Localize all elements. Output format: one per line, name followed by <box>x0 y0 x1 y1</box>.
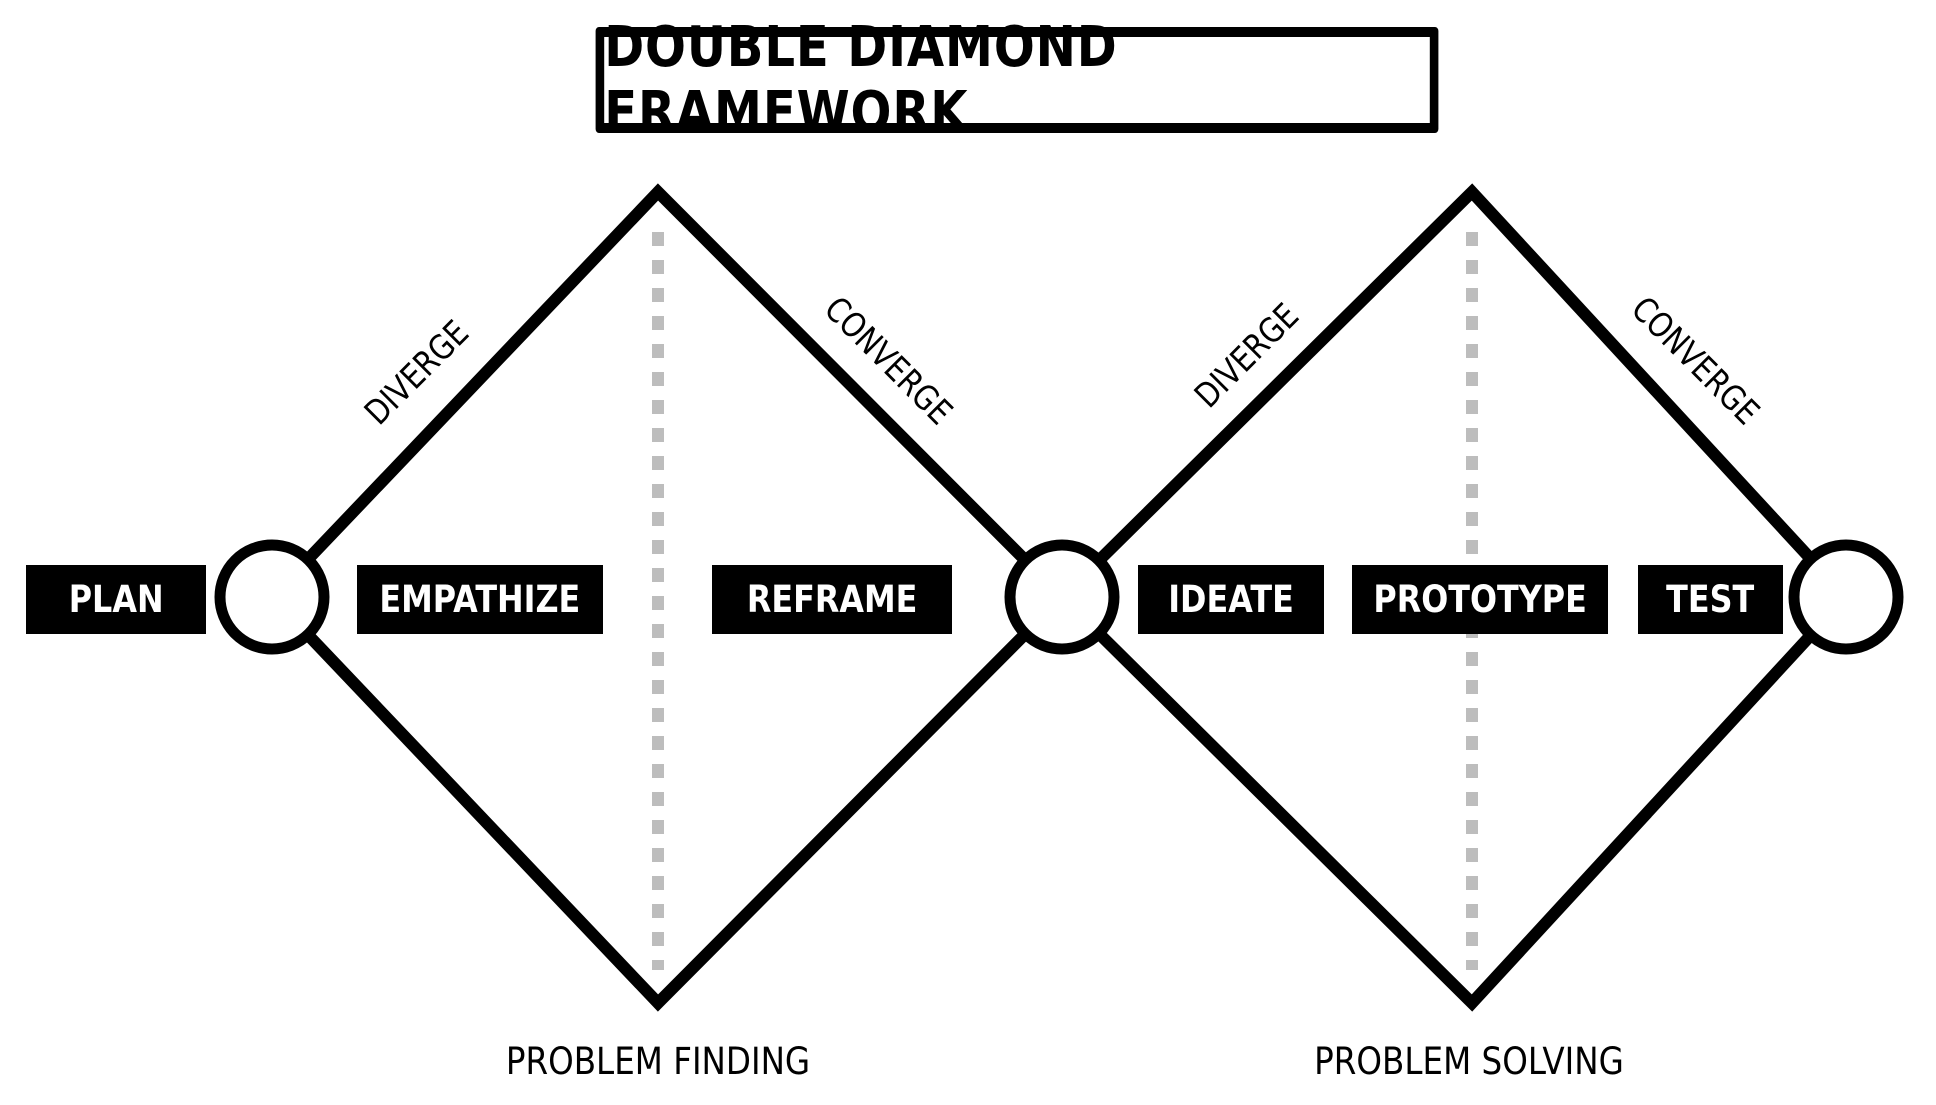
node-middle <box>1004 539 1120 655</box>
stage-empathize: EMPATHIZE <box>357 565 603 634</box>
stage-plan-label: PLAN <box>68 578 164 621</box>
stage-reframe: REFRAME <box>712 565 952 634</box>
node-end <box>1788 539 1904 655</box>
stage-test: TEST <box>1638 565 1783 634</box>
stage-prototype: PROTOTYPE <box>1352 565 1608 634</box>
stage-plan: PLAN <box>26 565 206 634</box>
stage-ideate-label: IDEATE <box>1168 578 1294 621</box>
diagram-title: DOUBLE DIAMOND FRAMEWORK <box>595 15 1439 145</box>
stage-reframe-label: REFRAME <box>746 578 918 621</box>
stage-prototype-label: PROTOTYPE <box>1373 578 1587 621</box>
stage-test-label: TEST <box>1666 578 1755 621</box>
stage-empathize-label: EMPATHIZE <box>379 578 581 621</box>
phase-label-problem-finding: PROBLEM FINDING <box>505 1040 811 1083</box>
stage-ideate: IDEATE <box>1138 565 1324 634</box>
phase-label-problem-solving: PROBLEM SOLVING <box>1314 1040 1624 1083</box>
node-start <box>214 539 330 655</box>
